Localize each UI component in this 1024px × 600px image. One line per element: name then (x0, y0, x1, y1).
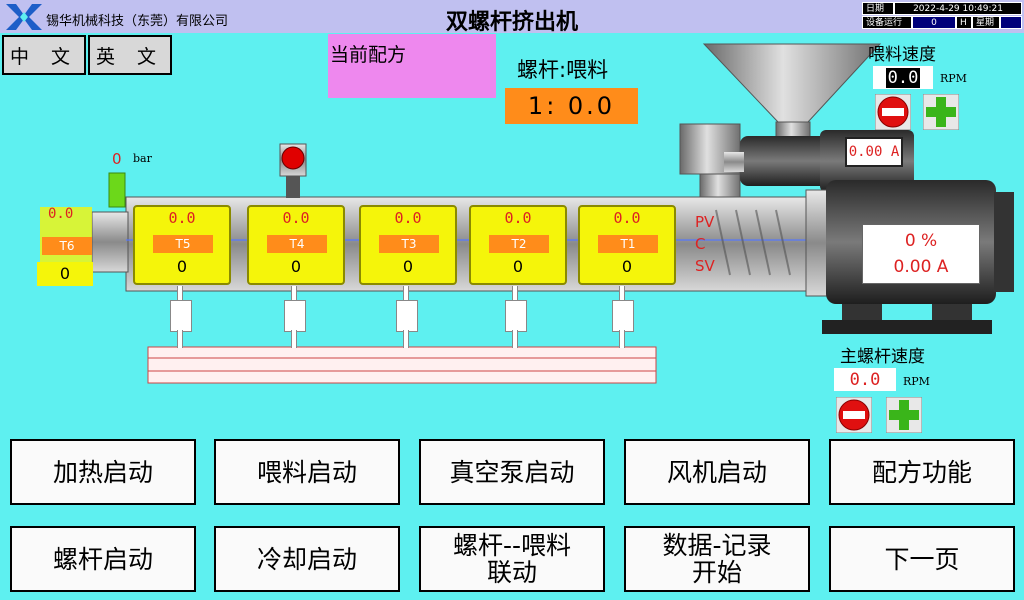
heater-zone-t4[interactable]: 0.0 T4 0 (247, 205, 345, 285)
zone-pv: 0.0 (613, 209, 641, 227)
data-record-button[interactable]: 数据-记录 开始 (624, 526, 810, 592)
chinese-button[interactable]: 中 文 (2, 35, 86, 75)
heater-zone-t2[interactable]: 0.0 T2 0 (469, 205, 567, 285)
data-record-line2: 开始 (691, 558, 742, 587)
runtime-value: 0 (912, 16, 956, 29)
company-name: 锡华机械科技（东莞）有限公司 (46, 14, 229, 29)
zone-pv: 0.0 (394, 209, 422, 227)
cooling-pipe (403, 286, 409, 300)
zone-pv: 0.0 (504, 209, 532, 227)
feed-motor-current: 0.00 A (845, 137, 903, 167)
cooling-pipe (177, 286, 183, 300)
date-label: 日期 (862, 2, 894, 15)
cooling-pipe (291, 286, 297, 300)
feed-speed-decrease-icon[interactable] (875, 94, 911, 130)
zone-tag: T2 (489, 235, 549, 253)
hour-unit: H (956, 16, 972, 29)
zone6-pv: 0.0 (48, 206, 74, 222)
motor-load-percent: 0 % (904, 231, 938, 251)
next-page-button[interactable]: 下一页 (829, 526, 1015, 592)
legend-c: C (695, 235, 706, 253)
cooling-pipe (619, 330, 625, 348)
motor-current: 0.00 A (893, 257, 949, 277)
weekday-label: 星期 (972, 16, 1000, 29)
screw-feed-label: 螺杆:喂料 (517, 58, 609, 82)
zone-sv: 0 (512, 257, 524, 276)
weekday-value (1000, 16, 1022, 29)
cooling-pipe (512, 330, 518, 348)
main-screw-speed-value[interactable]: 0.0 (834, 368, 896, 391)
screw-feed-ratio[interactable]: 1: 0.0 (505, 88, 638, 124)
zone-pv: 0.0 (168, 209, 196, 227)
main-screw-decrease-icon[interactable] (836, 397, 872, 433)
heating-start-button[interactable]: 加热启动 (10, 439, 196, 505)
fan-start-button[interactable]: 风机启动 (624, 439, 810, 505)
cooling-valve (505, 300, 527, 332)
screw-feed-link-line2: 联动 (486, 558, 537, 587)
english-button[interactable]: 英 文 (88, 35, 172, 75)
feed-speed-value: 0.0 (885, 67, 921, 88)
main-screw-increase-icon[interactable] (886, 397, 922, 433)
datetime-display: 2022-4-29 10:49:21 (894, 2, 1022, 15)
main-screw-speed-label: 主螺杆速度 (840, 347, 925, 367)
zone-sv: 0 (176, 257, 188, 276)
screw-feed-link-button[interactable]: 螺杆--喂料 联动 (419, 526, 605, 592)
main-motor-display: 0 % 0.00 A (862, 224, 980, 284)
feed-speed-label: 喂料速度 (868, 45, 936, 65)
zone6-sv[interactable]: 0 (37, 262, 93, 286)
cooling-valve (284, 300, 306, 332)
zone-tag: T3 (379, 235, 439, 253)
feed-speed-increase-icon[interactable] (923, 94, 959, 130)
recipe-function-button[interactable]: 配方功能 (829, 439, 1015, 505)
zone-legend: PV C SV (695, 211, 715, 277)
status-label: 设备运行 (862, 16, 912, 29)
feed-speed-display[interactable]: 0.0 (873, 66, 933, 89)
heater-zone-t5[interactable]: 0.0 T5 0 (133, 205, 231, 285)
legend-pv: PV (695, 213, 715, 231)
cooling-start-button[interactable]: 冷却启动 (214, 526, 400, 592)
cooling-valve (170, 300, 192, 332)
zone-sv: 0 (402, 257, 414, 276)
feed-speed-unit: RPM (940, 72, 967, 85)
pressure-value: 0 (112, 150, 122, 168)
cooling-valve (612, 300, 634, 332)
cooling-pipe (291, 330, 297, 348)
legend-sv: SV (695, 257, 715, 275)
cooling-pipe (177, 330, 183, 348)
current-recipe-box[interactable]: 当前配方 (328, 34, 496, 98)
title-bar (0, 0, 1024, 33)
zone-sv: 0 (290, 257, 302, 276)
zone-tag: T5 (153, 235, 213, 253)
data-record-line1: 数据-记录 (662, 531, 772, 560)
zone-tag: T4 (267, 235, 327, 253)
current-recipe-label: 当前配方 (330, 44, 407, 66)
cooling-pipe (512, 286, 518, 300)
cooling-pipe (403, 330, 409, 348)
main-screw-speed-unit: RPM (903, 375, 930, 388)
zone-pv: 0.0 (282, 209, 310, 227)
cooling-valve (396, 300, 418, 332)
heater-zone-t1[interactable]: 0.0 T1 0 (578, 205, 676, 285)
cooling-pipe (619, 286, 625, 300)
zone-tag: T1 (598, 235, 658, 253)
zone-sv: 0 (621, 257, 633, 276)
screw-feed-link-line1: 螺杆--喂料 (452, 531, 572, 560)
pressure-unit: bar (133, 152, 152, 165)
feed-start-button[interactable]: 喂料启动 (214, 439, 400, 505)
heater-zone-t3[interactable]: 0.0 T3 0 (359, 205, 457, 285)
company-logo (6, 4, 42, 30)
zone6-tag: T6 (42, 237, 92, 255)
screw-start-button[interactable]: 螺杆启动 (10, 526, 196, 592)
vacuum-pump-start-button[interactable]: 真空泵启动 (419, 439, 605, 505)
page-title: 双螺杆挤出机 (445, 10, 578, 35)
